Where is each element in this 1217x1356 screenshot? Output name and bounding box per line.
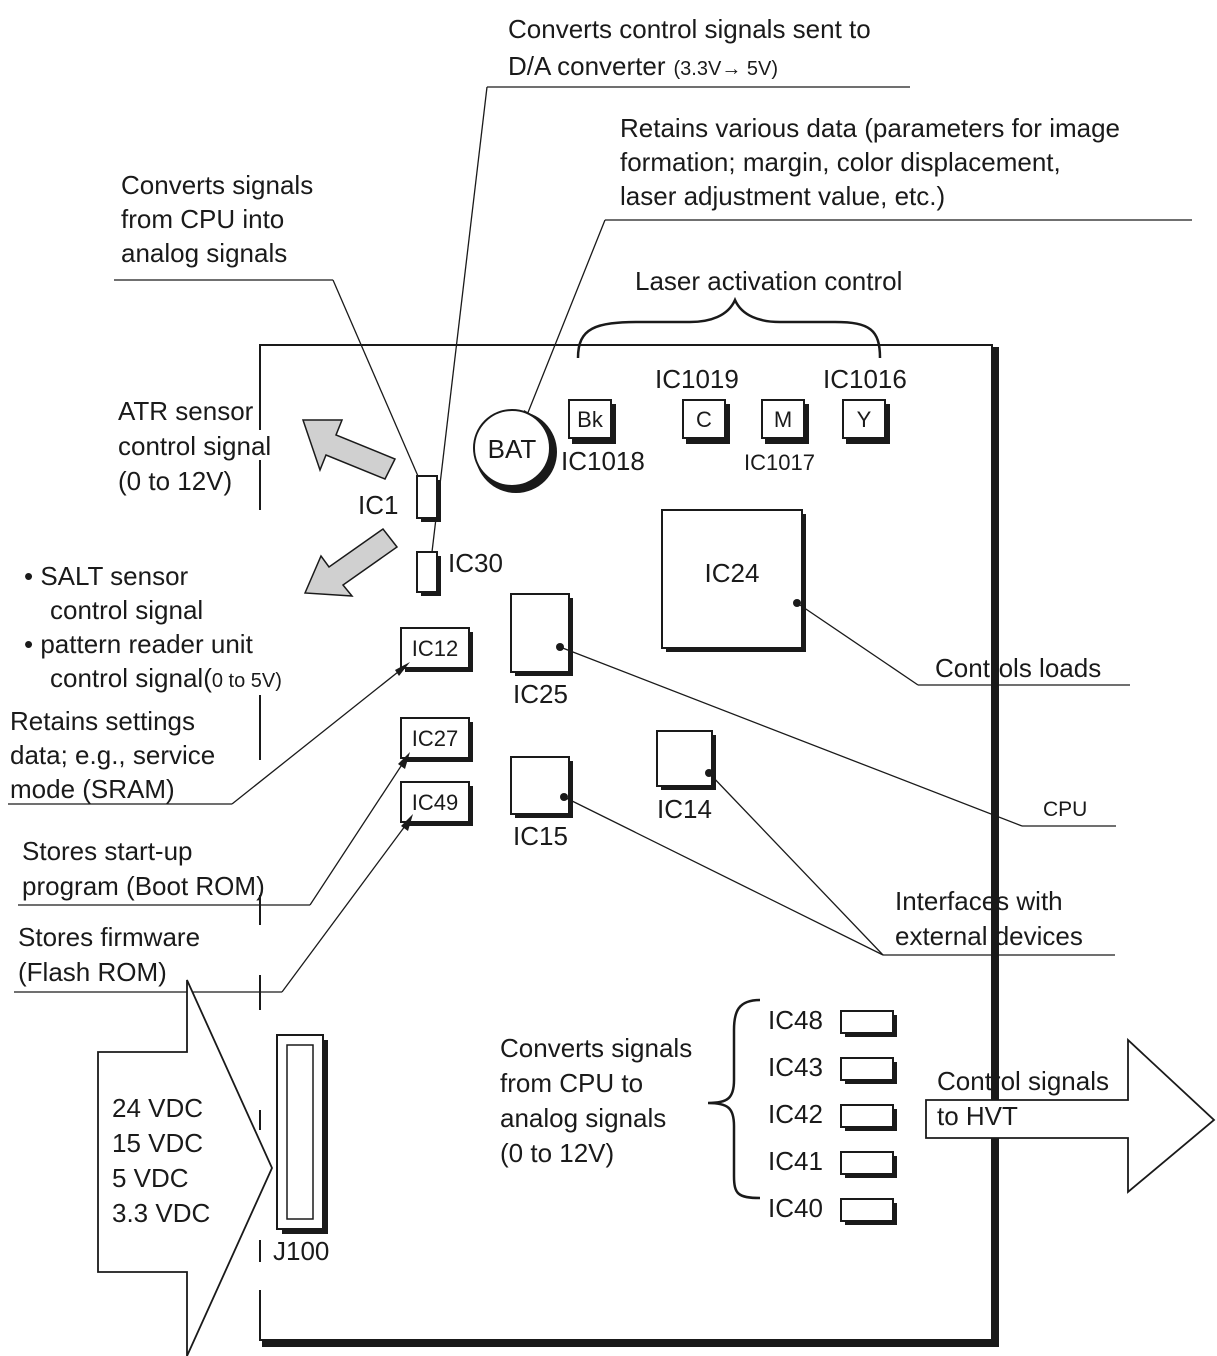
salt-line-1: • SALT sensor (24, 561, 189, 591)
flash-rom-line-1: Stores firmware (18, 922, 200, 952)
boot-rom-line-2: program (Boot ROM) (22, 871, 265, 901)
analog-converter-annotation: Converts signals from CPU to analog sign… (500, 998, 761, 1200)
j100-connector: J100 (273, 1034, 329, 1266)
cpu-annotation: CPU (556, 643, 1116, 827)
ic25-label: IC25 (513, 679, 568, 709)
power-15vdc: 15 VDC (112, 1128, 203, 1158)
salt-line-2: control signal (50, 595, 203, 625)
memory-chips: IC12 IC27 IC49 (400, 627, 473, 826)
dac-converter-annotation: Converts control signals sent to D/A con… (431, 14, 910, 553)
interfaces-annotation: Interfaces with external devices (560, 769, 1115, 956)
ic1-function-annotation: Converts signals from CPU into analog si… (114, 170, 425, 491)
boot-rom-annotation: Stores start-up program (Boot ROM) (18, 752, 410, 906)
ic25-chip: IC25 (510, 593, 573, 709)
ic1019-label: IC1019 (655, 364, 739, 394)
ic30-label: IC30 (448, 548, 503, 578)
ic48-label: IC48 (768, 1005, 823, 1035)
dac-converter-line-2: D/A converter(3.3V→ 5V) (508, 51, 778, 81)
sram-annotation: Retains settings data; e.g., service mod… (8, 662, 410, 805)
ic12-label: IC12 (412, 636, 458, 661)
hvt-line-2: to HVT (937, 1101, 1018, 1131)
laser-activation-label: Laser activation control (635, 266, 902, 296)
sram-line-2: data; e.g., service (10, 740, 215, 770)
ic15-chip: IC15 (510, 756, 573, 851)
ic49-label: IC49 (412, 790, 458, 815)
interfaces-line-2: external devices (895, 921, 1083, 951)
bat-data-line-3: laser adjustment value, etc.) (620, 181, 945, 211)
j100-label: J100 (273, 1236, 329, 1266)
ic24-label: IC24 (705, 558, 760, 588)
salt-signal-annotation: • SALT sensor control signal • pattern r… (24, 527, 399, 693)
hvt-output-arrow: Control signals to HVT (925, 1037, 1216, 1194)
dac-converter-line-1: Converts control signals sent to (508, 14, 871, 44)
controls-loads-annotation: Controls loads (793, 599, 1130, 686)
ic24-cpu-chip: IC24 (661, 509, 806, 652)
ic27-label: IC27 (412, 726, 458, 751)
converts-line-1: Converts signals (500, 1033, 692, 1063)
sram-line-3: mode (SRAM) (10, 774, 175, 804)
ic43-label: IC43 (768, 1052, 823, 1082)
ic40-label: IC40 (768, 1193, 823, 1223)
ic14-label: IC14 (657, 794, 712, 824)
ic1-ic30-chips: IC1 IC30 (358, 475, 503, 596)
flash-rom-line-2: (Flash ROM) (18, 957, 167, 987)
interfaces-line-1: Interfaces with (895, 886, 1063, 916)
ic1018-label: IC1018 (561, 446, 645, 476)
bat-label: BAT (488, 434, 537, 464)
atr-signal-annotation: ATR sensor control signal (0 to 12V) (118, 396, 397, 496)
ic42-label: IC42 (768, 1099, 823, 1129)
ic14-chip: IC14 (656, 730, 716, 824)
ic41-label: IC41 (768, 1146, 823, 1176)
ic1-function-line-2: from CPU into (121, 204, 284, 234)
cpu-label: CPU (1043, 798, 1087, 821)
ic1-label: IC1 (358, 490, 398, 520)
power-input-arrow: 24 VDC 15 VDC 5 VDC 3.3 VDC (97, 979, 273, 1356)
salt-output-arrow (303, 527, 399, 597)
power-24vdc: 24 VDC (112, 1093, 203, 1123)
laser-driver-chips: Bk C M Y IC1019 IC1016 IC1018 IC1017 (561, 364, 907, 476)
atr-output-arrow (301, 419, 397, 480)
chip-y-label: Y (857, 407, 872, 432)
controls-loads-label: Controls loads (935, 653, 1101, 683)
converts-line-2: from CPU to (500, 1068, 643, 1098)
converts-line-4: (0 to 12V) (500, 1138, 614, 1168)
atr-line-1: ATR sensor (118, 396, 254, 426)
bat-data-annotation: Retains various data (parameters for ima… (521, 113, 1192, 428)
boot-rom-line-1: Stores start-up (22, 836, 193, 866)
ic1-function-line-3: analog signals (121, 238, 287, 268)
ic1-function-line-1: Converts signals (121, 170, 313, 200)
bat-data-line-1: Retains various data (parameters for ima… (620, 113, 1120, 143)
atr-line-3: (0 to 12V) (118, 466, 232, 496)
power-3-3vdc: 3.3 VDC (112, 1198, 210, 1228)
battery-bat: BAT (473, 409, 557, 493)
hvt-line-1: Control signals (937, 1066, 1109, 1096)
chip-c-label: C (696, 407, 712, 432)
chip-bk-label: Bk (577, 407, 604, 432)
converts-line-3: analog signals (500, 1103, 666, 1133)
salt-line-3: • pattern reader unit (24, 629, 254, 659)
ic1017-label: IC1017 (744, 450, 815, 475)
chip-m-label: M (774, 407, 792, 432)
sram-line-1: Retains settings (10, 706, 195, 736)
atr-line-2: control signal (118, 431, 271, 461)
ic15-label: IC15 (513, 821, 568, 851)
bat-data-line-2: formation; margin, color displacement, (620, 147, 1061, 177)
ic1016-label: IC1016 (823, 364, 907, 394)
salt-line-4: control signal(0 to 5V) (50, 663, 282, 693)
laser-activation-annotation: Laser activation control (576, 266, 902, 359)
flash-rom-annotation: Stores firmware (Flash ROM) (14, 814, 413, 993)
dac-chip-stack: IC48 IC43 IC42 IC41 IC40 (768, 1005, 897, 1225)
power-5vdc: 5 VDC (112, 1163, 189, 1193)
